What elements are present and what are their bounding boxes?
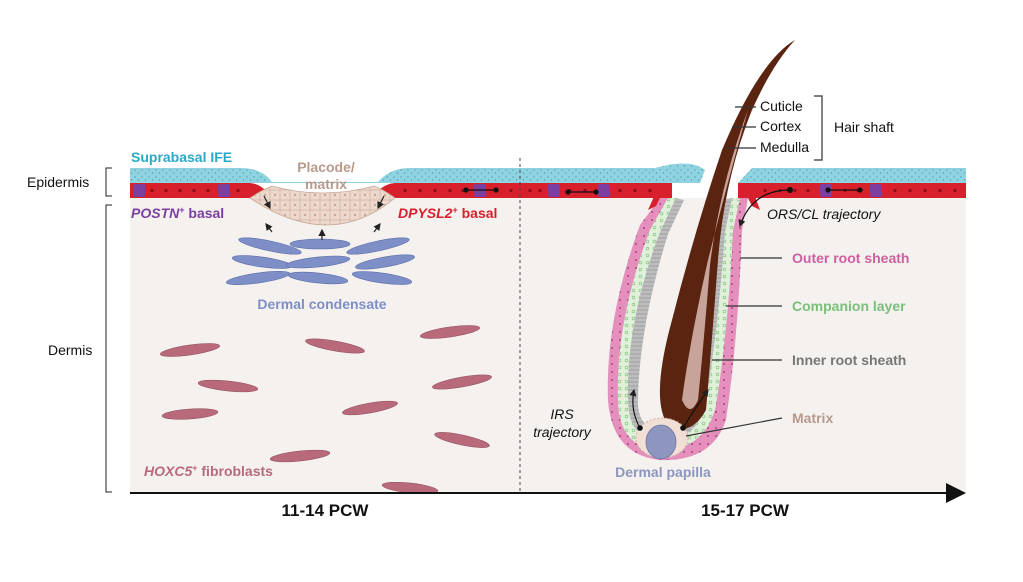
epidermis-label: Epidermis xyxy=(27,174,89,190)
outer-root-sheath xyxy=(607,198,748,461)
dermis-label: Dermis xyxy=(48,342,92,358)
placode-label-1: Placode/ xyxy=(297,159,355,175)
suprabasal-layer-right xyxy=(520,168,966,183)
postn-basal-label: POSTN+ basal xyxy=(131,205,224,221)
hair-follicle xyxy=(607,40,795,461)
cuticle-label: Cuticle xyxy=(760,98,803,114)
dermal-papilla xyxy=(645,424,677,460)
matrix-label: Matrix xyxy=(792,410,833,426)
leader-lines xyxy=(685,95,823,437)
fibroblasts xyxy=(160,325,492,495)
suprabasal-layer-left xyxy=(130,168,520,183)
dermal-condensate-label: Dermal condensate xyxy=(257,296,386,312)
layer-brackets xyxy=(105,167,112,493)
irs-trajectory-label-2: trajectory xyxy=(533,424,592,440)
follicle-basal-arc xyxy=(648,183,672,210)
stage-left-label: 11-14 PCW xyxy=(282,501,370,520)
hair-shaft-label: Hair shaft xyxy=(834,119,894,135)
hair-medulla xyxy=(682,110,748,409)
placode-matrix xyxy=(249,185,396,226)
irs-trajectory-label-1: IRS xyxy=(550,406,574,422)
dermal-papilla-label: Dermal papilla xyxy=(615,464,711,480)
companion-layer xyxy=(617,198,740,450)
outer-root-sheath-label: Outer root sheath xyxy=(792,250,909,266)
companion-layer-label: Companion layer xyxy=(792,298,906,314)
dpysl2-basal-label: DPYSL2+ basal xyxy=(398,205,497,221)
medulla-label: Medulla xyxy=(760,139,809,155)
cortex-label: Cortex xyxy=(760,118,801,134)
placode-label-2: matrix xyxy=(305,176,347,192)
hoxc5-fibroblasts-label: HOXC5+ fibroblasts xyxy=(144,463,273,479)
trajectory-arrows xyxy=(463,187,863,431)
ors-cl-trajectory-label: ORS/CL trajectory xyxy=(767,206,881,222)
dermal-condensate xyxy=(226,237,415,285)
stage-right-label: 15-17 PCW xyxy=(701,501,790,520)
condensate-arrows xyxy=(263,195,385,240)
suprabasal-ife-label: Suprabasal IFE xyxy=(131,149,232,165)
inner-root-sheath-label: Inner root sheath xyxy=(792,352,906,368)
